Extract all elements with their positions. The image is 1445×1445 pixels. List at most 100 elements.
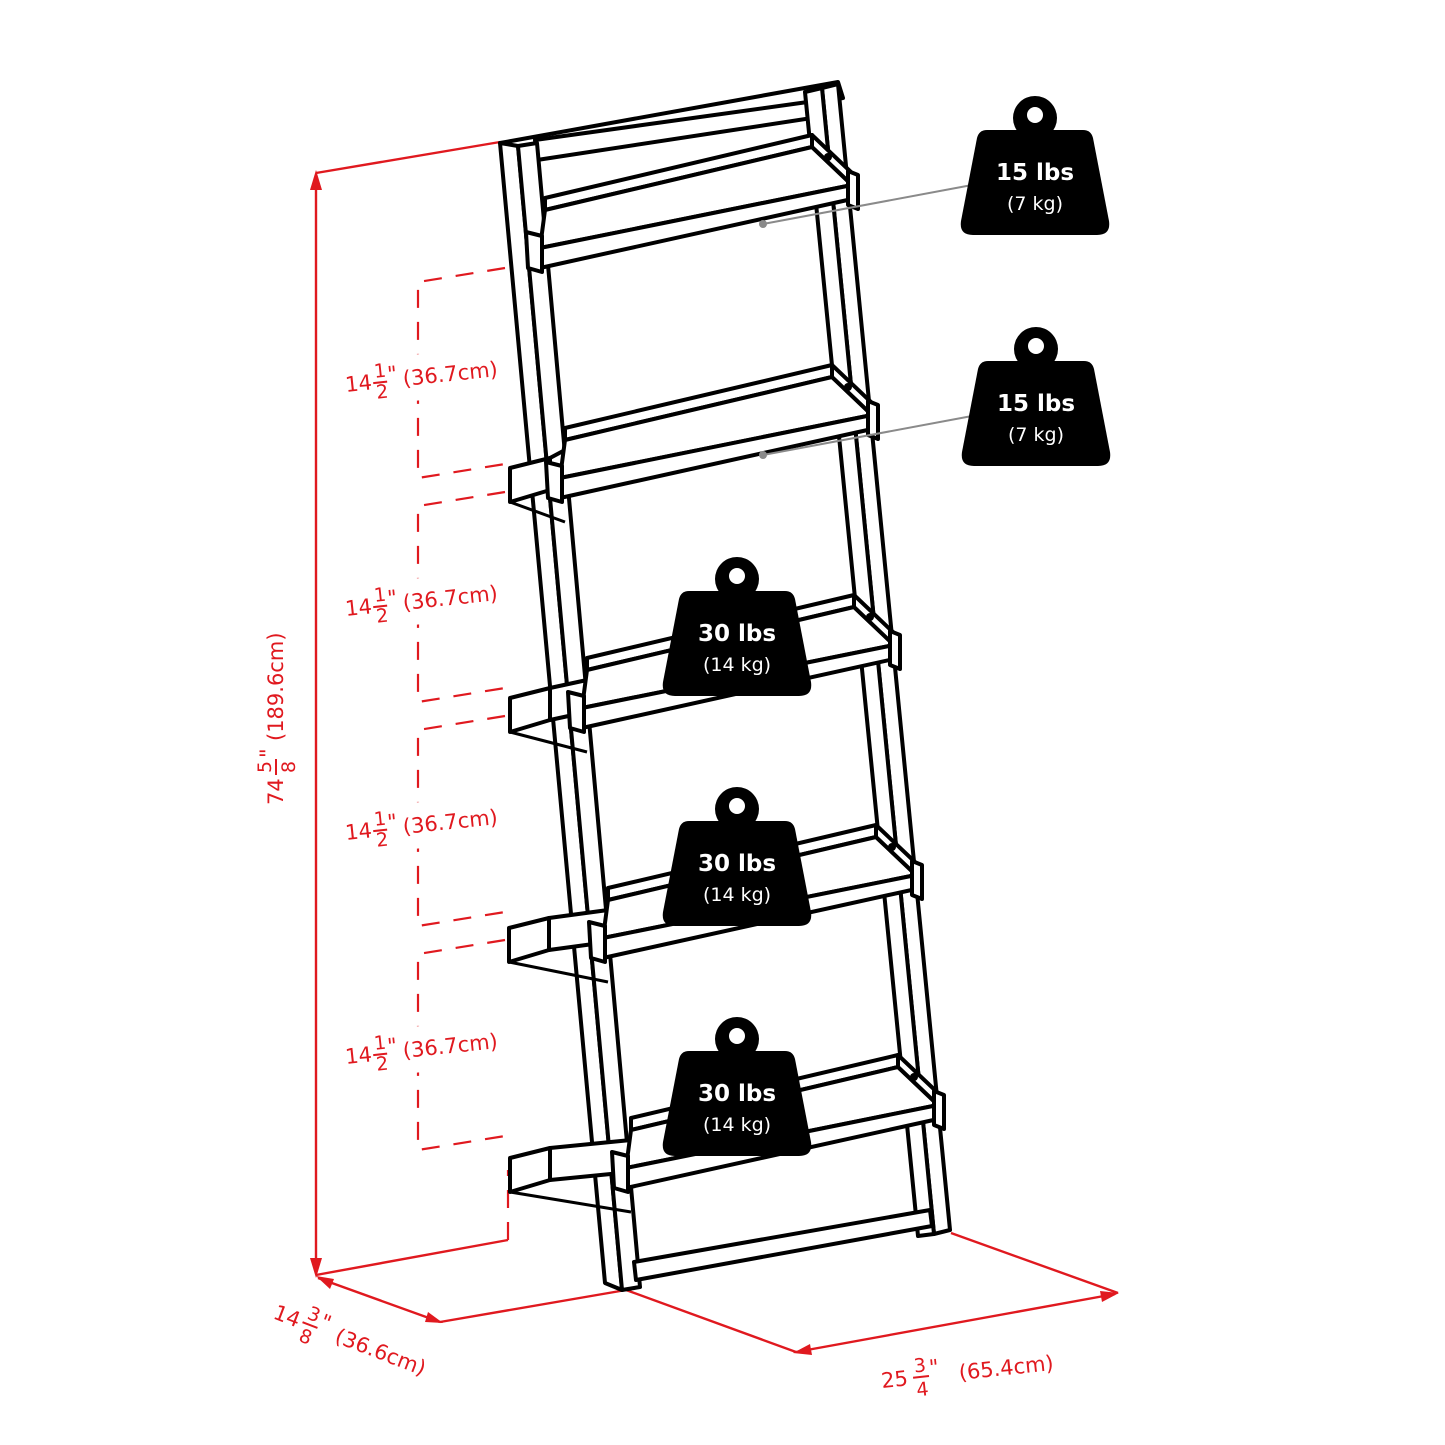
weight-handle-hole [729,798,745,814]
weight-leaders [759,184,973,459]
shelf-side-extension-edge [508,960,609,984]
bolt-hole-icon [910,1073,918,1081]
weight-icon [662,591,812,696]
weight-icon [961,361,1111,466]
shelf-right-bracket [910,859,924,901]
height-num: 5 [254,761,276,773]
depth-extension [439,1288,627,1324]
spacing-num: 1 [373,584,387,607]
spacing-fraction-bar [373,828,388,833]
width-dimension-line [795,1292,1116,1354]
weight-badge-shelf-2: 15 lbs (7 kg) [961,327,1111,466]
depth-arrow-right [425,1312,443,1323]
weight-lbs: 15 lbs [996,160,1074,186]
width-unit: " [928,1355,940,1380]
width-extension-left [625,1288,797,1354]
width-num: 3 [913,1354,927,1377]
width-extension-right [950,1231,1119,1295]
leader-dot-shelf-1 [759,220,767,228]
spacing-fraction-bar [373,380,388,385]
spacing-den: 2 [375,605,389,628]
weight-icon [662,821,812,926]
shelf-left-bracket [524,230,544,274]
depth-whole: 14 [270,1300,304,1332]
height-label: 74 5 8 " (189.6cm) [254,632,300,805]
height-den: 8 [278,761,300,773]
shelf-left-bracket [610,1150,630,1194]
spacing-whole: 14 [344,1042,373,1069]
spacing-den: 2 [375,1053,389,1076]
depth-label: 14 3 8 " (36.6cm) [270,1300,429,1381]
weight-handle-hole [729,568,745,584]
depth-metric: (36.6cm) [332,1324,429,1381]
shelf-right-bracket [888,629,902,671]
width-arrow-left [793,1344,812,1355]
dimension-lines [310,140,1119,1355]
shelf-side-extension-edge [509,500,566,524]
weight-kg: (7 kg) [1008,424,1064,446]
height-unit: " [256,748,280,758]
weight-kg: (14 kg) [703,1114,771,1136]
width-den: 4 [915,1378,929,1401]
height-extension-bottom [315,1238,509,1277]
spacing-unit: " [386,1034,398,1059]
spacing-fraction-bar [373,604,388,609]
weight-icon [662,1051,812,1156]
weight-kg: (14 kg) [703,654,771,676]
spacing-unit: " [386,586,398,611]
weight-icon [960,130,1110,235]
width-whole: 25 [880,1366,909,1393]
spacing-whole: 14 [344,818,373,845]
weight-kg: (7 kg) [1007,193,1063,215]
depth-den: 8 [296,1325,315,1350]
shelf-left-bracket [544,460,564,504]
depth-arrow-left [316,1276,334,1289]
spacing-num: 1 [373,808,387,831]
shelves [507,133,946,1214]
leader-dot-shelf-2 [759,451,767,459]
shelf-2 [508,363,880,524]
bolt-hole-icon [844,383,852,391]
shelf-right-bracket [846,169,860,211]
shelf-spacing-bracket-4 [416,938,506,1152]
shelf-side-extension-front [508,1146,552,1194]
shelf-spacing-bracket-2 [416,490,506,704]
weight-lbs: 30 lbs [698,621,776,647]
weight-lbs: 15 lbs [997,391,1075,417]
height-whole: 74 [264,778,288,805]
shelf-left-bracket [566,690,586,734]
shelf-spacing-bracket-1 [416,266,506,480]
spacing-fraction-bar [373,1052,388,1057]
weight-badge-shelf-3: 30 lbs (14 kg) [662,557,812,696]
label-background [338,794,495,857]
spacing-den: 2 [375,829,389,852]
width-fraction-bar [912,1375,930,1379]
shelf-side-extension-front [507,916,551,964]
weight-handle-hole [729,1028,745,1044]
bottom-crossbar [632,1208,934,1282]
shelf-right-bracket [866,399,880,441]
spacing-num: 1 [373,360,387,383]
shelf-side-extension-edge [509,730,588,754]
spacing-whole: 14 [344,370,373,397]
bolt-hole-icon [824,153,832,161]
weight-handle-hole [1028,338,1044,354]
weight-badges: 15 lbs(7 kg)15 lbs(7 kg)30 lbs(14 kg)30 … [662,96,1111,1156]
shelf-spacing-bracket-3 [416,714,506,928]
spacing-den: 2 [375,381,389,404]
label-background [338,1018,495,1081]
depth-fraction-bar [302,1321,318,1329]
shelf-side-extension-edge [509,1190,632,1214]
leader-shelf-1 [762,184,973,225]
weight-badge-shelf-1: 15 lbs (7 kg) [960,96,1110,235]
label-background [338,570,495,633]
weight-lbs: 30 lbs [698,851,776,877]
weight-badge-shelf-5: 30 lbs (14 kg) [662,1017,812,1156]
weight-lbs: 30 lbs [698,1081,776,1107]
height-extension-top [315,140,501,175]
bolt-hole-icon [866,613,874,621]
